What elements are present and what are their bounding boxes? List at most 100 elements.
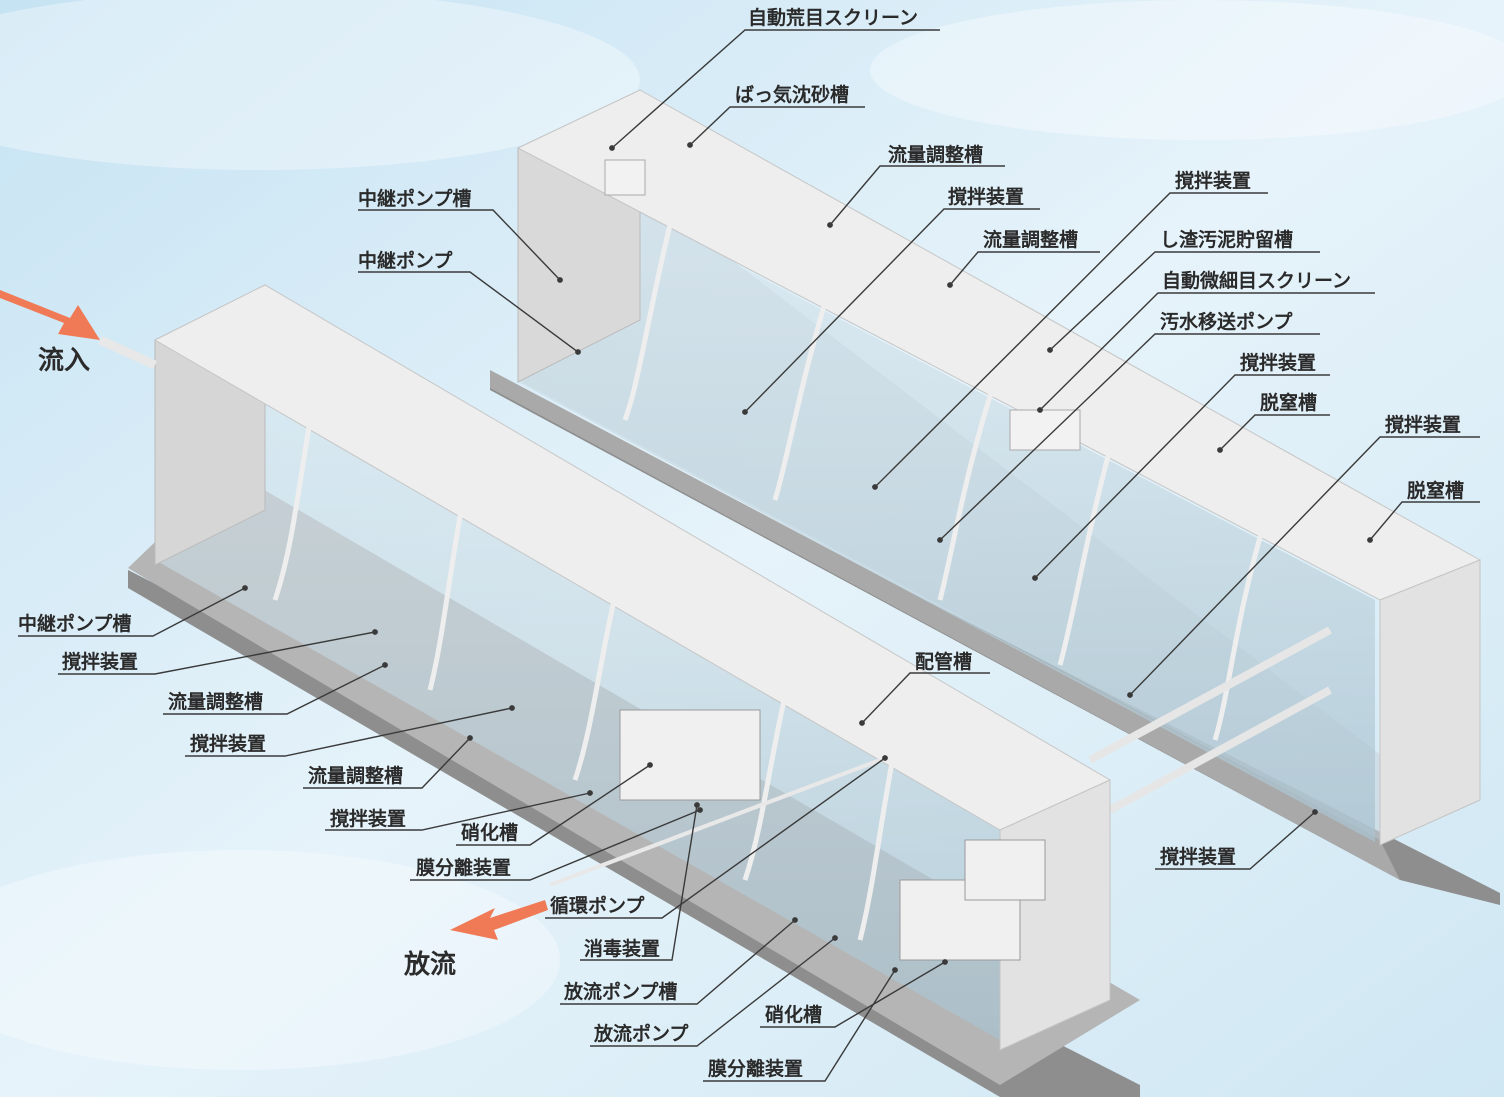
label-mixer: 撹拌装置 xyxy=(1385,414,1462,436)
leader-dot xyxy=(1127,692,1133,698)
label-discharge-pump: 放流ポンプ xyxy=(594,1023,689,1045)
leader-dot xyxy=(827,222,833,228)
label-mixer: 撹拌装置 xyxy=(330,808,407,830)
leader-line xyxy=(1219,414,1330,451)
partition-wall xyxy=(622,184,683,421)
inflow-arrow xyxy=(0,290,100,340)
cloud xyxy=(870,0,1504,140)
label-screenings-sludge-tank: し渣汚泥貯留槽 xyxy=(1160,229,1294,251)
label-membrane-separator: 膜分離装置 xyxy=(708,1058,804,1080)
leader-line xyxy=(303,737,471,789)
label-disinfection-unit: 消毒装置 xyxy=(584,938,661,960)
leader-dot xyxy=(942,959,948,965)
leader-dot xyxy=(892,967,898,973)
label-wastewater-transfer-pump: 汚水移送ポンプ xyxy=(1160,311,1293,333)
leader-line xyxy=(18,587,246,637)
label-outflow: 放流 xyxy=(404,950,457,980)
leader-line xyxy=(829,165,1005,226)
leader-line xyxy=(611,29,940,149)
leader-line xyxy=(185,707,513,757)
leader-dot xyxy=(372,629,378,635)
cloud xyxy=(0,0,640,170)
label-relay-pump: 中継ポンプ xyxy=(358,250,453,272)
leader-dot xyxy=(937,537,943,543)
label-inflow: 流入 xyxy=(38,346,91,376)
leader-dot xyxy=(687,142,693,148)
coarse-screen-box xyxy=(604,159,646,196)
leader-line xyxy=(163,664,386,715)
leader-dot xyxy=(832,935,838,941)
membrane-unit xyxy=(619,709,761,801)
leader-line xyxy=(939,333,1320,541)
label-relay-pump-tank: 中継ポンプ槽 xyxy=(358,188,472,210)
leader-dot xyxy=(859,720,865,726)
leader-line xyxy=(1369,501,1480,541)
label-mixer: 撹拌装置 xyxy=(62,651,139,673)
label-flow-equalization-tank: 流量調整槽 xyxy=(168,691,264,713)
leader-dot xyxy=(1032,575,1038,581)
label-aerated-grit-chamber: ばっ気沈砂槽 xyxy=(735,84,850,106)
back-tank-glass xyxy=(518,150,1375,842)
leader-dot xyxy=(467,735,473,741)
membrane-unit xyxy=(964,839,1046,901)
leader-dot xyxy=(792,917,798,923)
back-tank-base-front xyxy=(490,370,1400,880)
leader-dot xyxy=(742,409,748,415)
leader-line xyxy=(949,251,1100,286)
leader-dot xyxy=(1312,809,1318,815)
partition-wall xyxy=(272,374,321,601)
leader-line xyxy=(874,192,1268,488)
leader-line xyxy=(410,809,701,881)
leader-line xyxy=(703,969,896,1082)
leader-dot xyxy=(1217,447,1223,453)
leader-line xyxy=(1155,811,1316,870)
connecting-pipe xyxy=(1108,686,1332,814)
label-denitrification-tank: 脱窒槽 xyxy=(1260,392,1318,414)
leader-line xyxy=(590,937,836,1047)
leader-line xyxy=(456,764,651,846)
label-mixer: 撹拌装置 xyxy=(190,733,267,755)
label-mixer: 撹拌装置 xyxy=(948,186,1025,208)
leader-dot xyxy=(694,802,700,808)
leader-dot xyxy=(1047,347,1053,353)
partition-wall xyxy=(427,464,473,691)
back-tank-right-wall xyxy=(1379,559,1481,846)
leader-dot xyxy=(557,277,563,283)
partition-wall xyxy=(1057,429,1118,666)
label-denitrification-tank: 脱窒槽 xyxy=(1407,480,1465,502)
leader-dot xyxy=(575,349,581,355)
leader-dot xyxy=(382,662,388,668)
cloud xyxy=(0,850,560,1070)
leader-line xyxy=(1049,251,1320,351)
leader-dot xyxy=(882,755,888,761)
leader-line xyxy=(545,757,886,919)
leader-line xyxy=(580,804,698,961)
outflow-arrow xyxy=(450,900,548,940)
leader-line xyxy=(760,961,946,1028)
label-mixer: 撹拌装置 xyxy=(1175,170,1252,192)
leader-line xyxy=(1034,374,1330,579)
leader-line xyxy=(358,271,579,353)
label-membrane-separator: 膜分離装置 xyxy=(416,857,512,879)
leader-dot xyxy=(242,585,248,591)
label-flow-equalization-tank: 流量調整槽 xyxy=(888,144,984,166)
leader-dot xyxy=(647,762,653,768)
leader-line xyxy=(325,792,591,831)
leader-line xyxy=(560,919,796,1005)
partition-wall xyxy=(857,719,903,941)
partition-wall xyxy=(572,554,628,781)
label-mixer: 撹拌装置 xyxy=(1240,352,1317,374)
label-nitrification-tank: 硝化槽 xyxy=(765,1004,823,1026)
partition-wall xyxy=(1212,519,1268,741)
label-relay-pump-tank: 中継ポンプ槽 xyxy=(18,613,132,635)
label-discharge-pump-tank: 放流ポンプ槽 xyxy=(564,981,678,1003)
front-tank xyxy=(128,284,1140,1097)
front-tank-glass xyxy=(155,340,1000,1040)
partition-wall xyxy=(772,269,838,501)
leader-lines xyxy=(18,29,1480,1082)
label-piping-tank: 配管槽 xyxy=(915,651,973,673)
membrane-unit xyxy=(899,879,1021,961)
connecting-pipe xyxy=(1088,626,1332,764)
back-tank xyxy=(490,89,1500,905)
